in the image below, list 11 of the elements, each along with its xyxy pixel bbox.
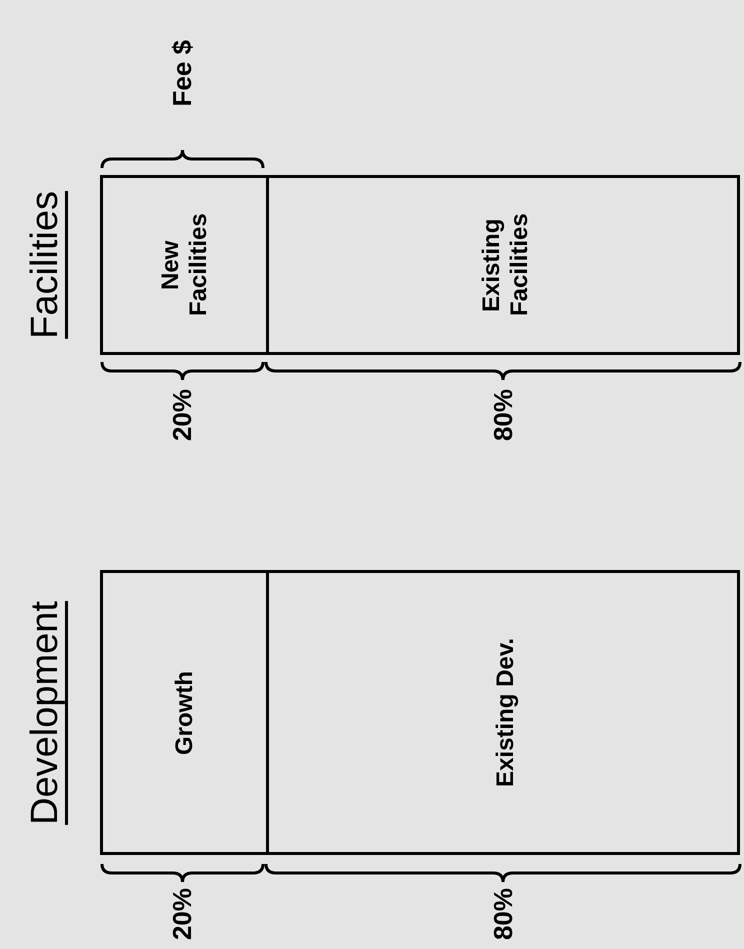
segment-label: Growth [170,670,198,754]
segment-label: Existing Dev. [492,638,520,787]
percent-label: 80% [488,388,518,442]
bracket-label: Fee $ [167,40,198,106]
percent-label: 20% [167,388,198,442]
segment-label: New Facilities [156,212,212,318]
segment-label: Existing Facilities [478,212,534,318]
percent-label: 80% [488,888,518,940]
percent-label: 20% [167,888,198,940]
heading: Development [24,600,66,824]
heading: Facilities [24,191,66,339]
